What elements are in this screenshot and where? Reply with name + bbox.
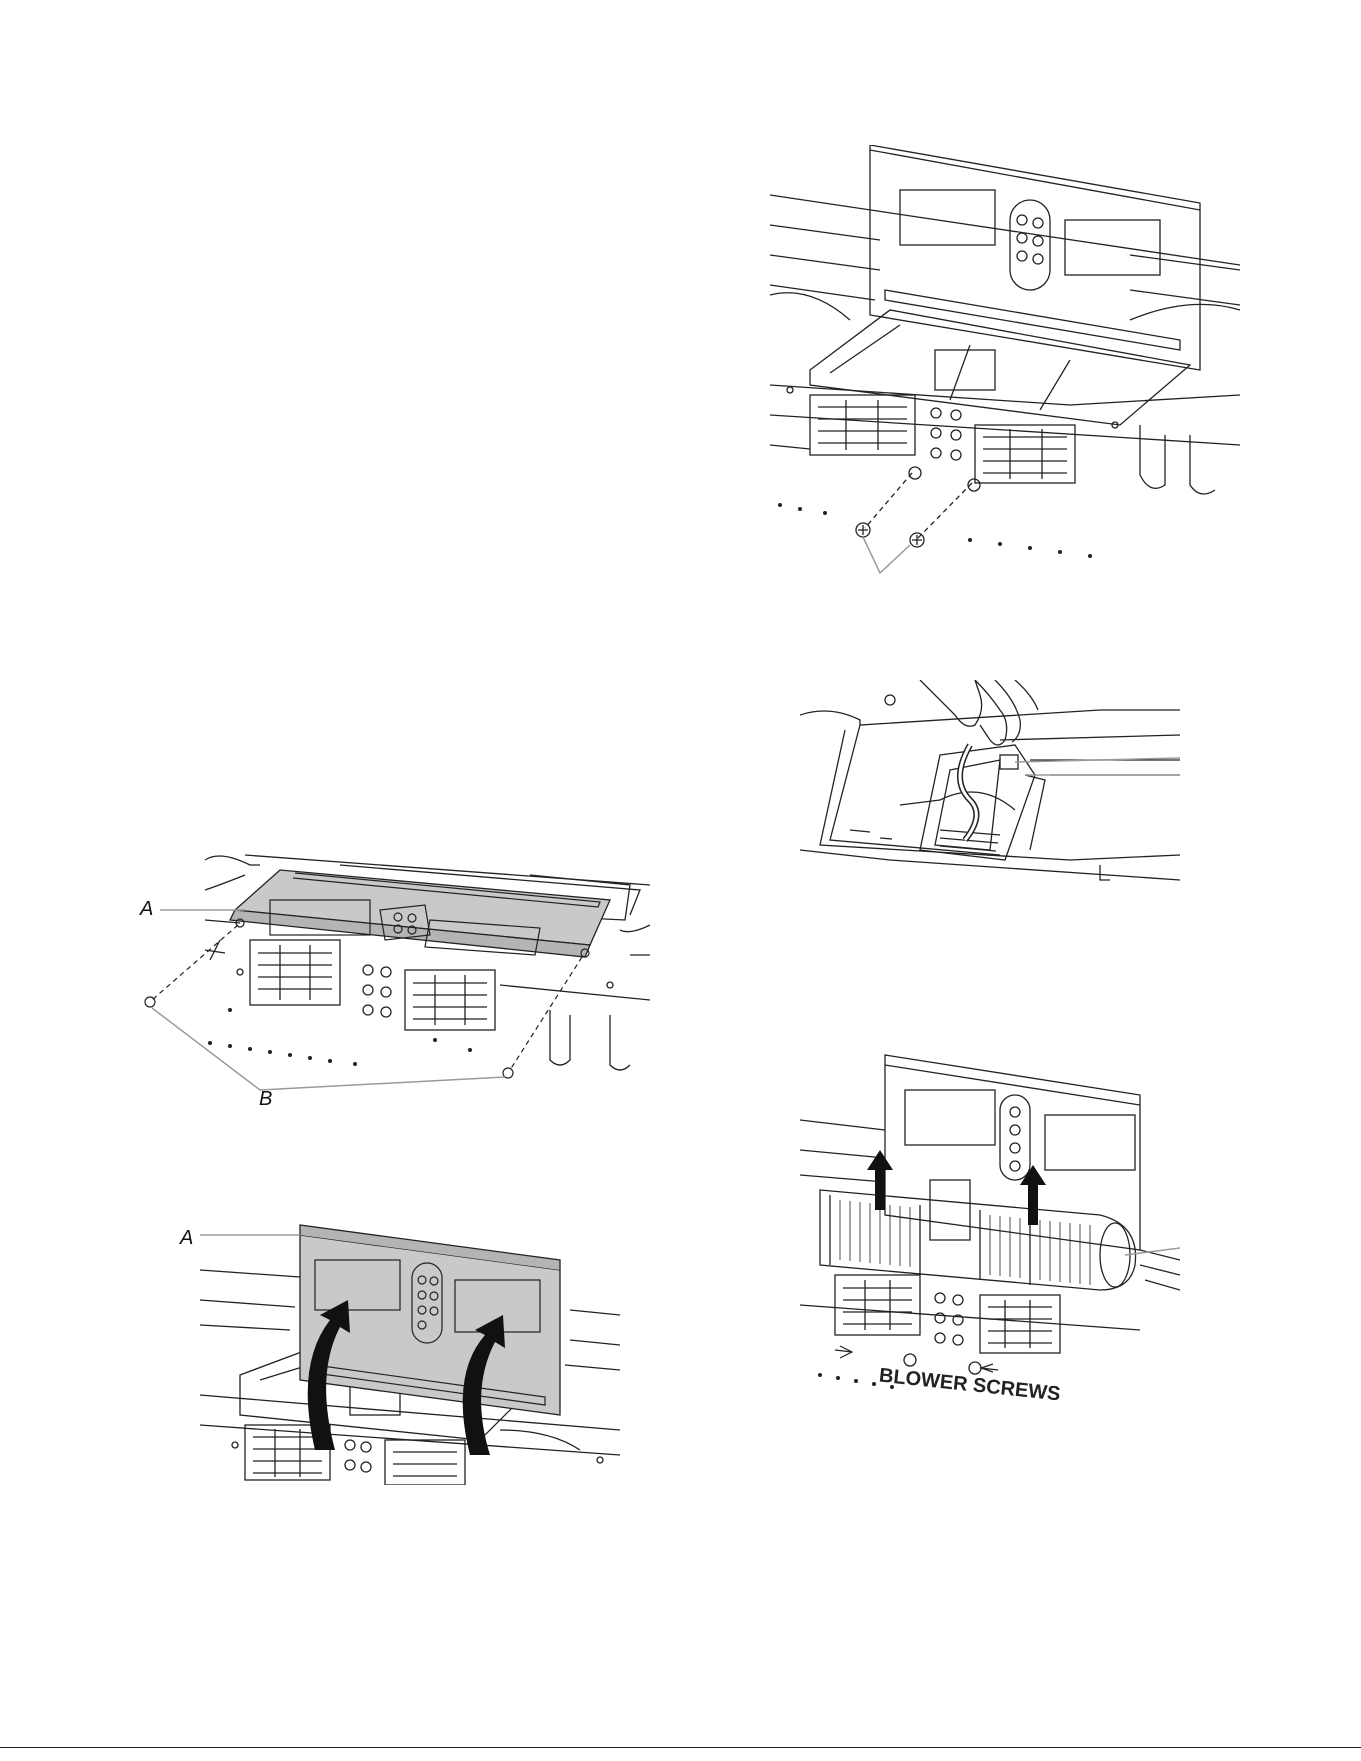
bracket-lowered-illustration <box>130 845 650 1110</box>
wire-connector-illustration <box>800 680 1180 955</box>
bracket-screws-illustration <box>770 145 1240 590</box>
blower-removal-illustration: BLOWER SCREWS <box>800 1050 1180 1415</box>
callout-b-lowered: B <box>259 1088 272 1111</box>
bracket-raised-illustration <box>200 1215 620 1485</box>
figure-bracket-screws <box>770 145 1240 590</box>
figure-bracket-lowered <box>130 845 650 1110</box>
figure-bracket-raised <box>200 1215 620 1485</box>
footer-rule <box>0 1747 1361 1748</box>
callout-a-lowered: A <box>140 898 153 921</box>
figure-wire-connector <box>800 680 1180 955</box>
figure-blower-removal: BLOWER SCREWS <box>800 1050 1180 1415</box>
callout-a-raised: A <box>180 1227 193 1250</box>
